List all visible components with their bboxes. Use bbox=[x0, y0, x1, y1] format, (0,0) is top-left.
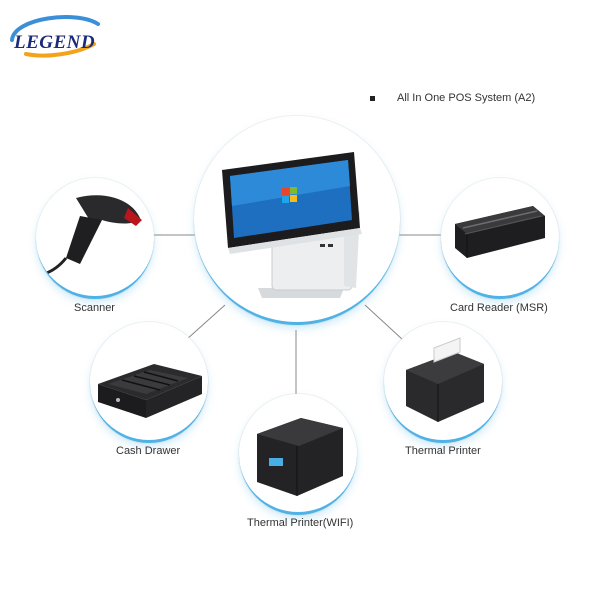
cash-drawer-icon bbox=[98, 364, 202, 418]
thermal-printer-wifi-circle bbox=[239, 394, 357, 515]
headline-bullet bbox=[370, 96, 375, 101]
pos-terminal-icon bbox=[222, 152, 362, 298]
scanner-circle bbox=[36, 178, 154, 299]
barcode-scanner-icon bbox=[43, 195, 142, 276]
thermal-printer-wifi-icon bbox=[257, 418, 343, 496]
thermal-printer-icon bbox=[406, 337, 484, 422]
card-reader-circle bbox=[441, 178, 559, 299]
thermal-printer-label: Thermal Printer bbox=[405, 445, 481, 457]
thermal-printer-circle bbox=[384, 322, 502, 443]
logo-text: LEGEND bbox=[14, 32, 96, 53]
cash-drawer-circle bbox=[90, 322, 208, 443]
card-reader-label: Card Reader (MSR) bbox=[450, 302, 548, 314]
legend-logo: LEGEND bbox=[6, 10, 106, 62]
connector-cash-drawer bbox=[185, 304, 226, 341]
pos-terminal-circle bbox=[194, 116, 400, 325]
card-reader-icon bbox=[455, 206, 545, 258]
headline: All In One POS System (A2) bbox=[397, 92, 536, 104]
logo-swoosh-icon bbox=[10, 15, 100, 58]
thermal-printer-wifi-label: Thermal Printer(WIFI) bbox=[247, 517, 354, 529]
cash-drawer-label: Cash Drawer bbox=[116, 445, 181, 457]
scanner-label: Scanner bbox=[74, 302, 115, 314]
connector-thermal-printer bbox=[364, 304, 404, 341]
